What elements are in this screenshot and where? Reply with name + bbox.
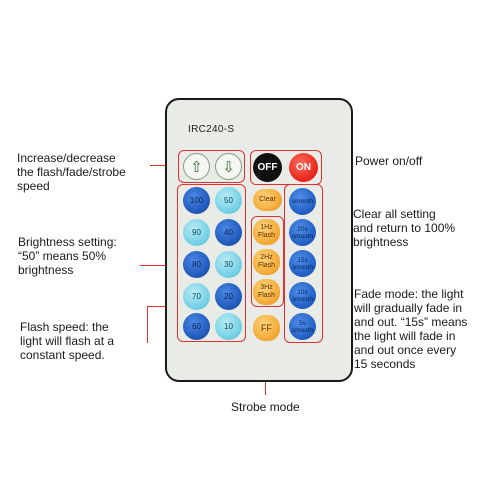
brightness-50-button[interactable]: 50 (215, 187, 242, 214)
increase-speed-button[interactable]: ⇧ (183, 153, 210, 180)
strobe-ff-button[interactable]: FF (253, 315, 280, 341)
fade-10s-button[interactable]: 10s smooth (289, 282, 316, 309)
power-annotation: Power on/off (355, 154, 423, 168)
flash-button-group (251, 216, 284, 307)
brightness-30-button[interactable]: 30 (215, 251, 242, 278)
brightness-40-button[interactable]: 40 (215, 219, 242, 246)
strobe-annotation: Strobe mode (231, 400, 300, 414)
fade-15s-button[interactable]: 15s smooth (289, 250, 316, 277)
brightness-100-button[interactable]: 100 (183, 187, 210, 214)
clear-annotation: Clear all setting and return to 100% bri… (353, 207, 456, 249)
brightness-80-button[interactable]: 80 (183, 251, 210, 278)
flash-2hz-button[interactable]: 2Hz Flash (253, 249, 280, 275)
arrow-button-group (178, 150, 245, 183)
fade-20s-button[interactable]: 20s smooth (289, 219, 316, 246)
brightness-60-button[interactable]: 60 (183, 313, 210, 340)
power-on-button[interactable]: ON (289, 153, 318, 182)
brightness-leader-line (140, 265, 177, 267)
flash-3hz-button[interactable]: 3Hz Flash (253, 279, 280, 305)
clear-button[interactable]: Clear (253, 189, 282, 211)
increase-decrease-annotation: Increase/decrease the flash/fade/strobe … (17, 151, 126, 193)
power-off-button[interactable]: OFF (253, 153, 282, 182)
flash-1hz-button[interactable]: 1Hz Flash (253, 219, 280, 245)
flash-leader-line-v (147, 306, 149, 343)
brightness-button-group (177, 184, 246, 342)
fade-5s-button[interactable]: 5s smooth (289, 313, 316, 340)
fade-button-group (284, 184, 323, 343)
brightness-70-button[interactable]: 70 (183, 283, 210, 310)
smooth-button[interactable]: smooth (289, 188, 316, 215)
decrease-speed-button[interactable]: ⇩ (215, 153, 242, 180)
increase-leader-line (150, 165, 178, 167)
remote-model-label: IRC240-S (188, 124, 235, 135)
flash-annotation: Flash speed: the light will flash at a c… (20, 320, 115, 362)
brightness-90-button[interactable]: 90 (183, 219, 210, 246)
brightness-10-button[interactable]: 10 (215, 313, 242, 340)
brightness-annotation: Brightness setting: “50” means 50% brigh… (18, 235, 117, 277)
fade-annotation: Fade mode: the light will gradually fade… (354, 287, 468, 371)
brightness-20-button[interactable]: 20 (215, 283, 242, 310)
